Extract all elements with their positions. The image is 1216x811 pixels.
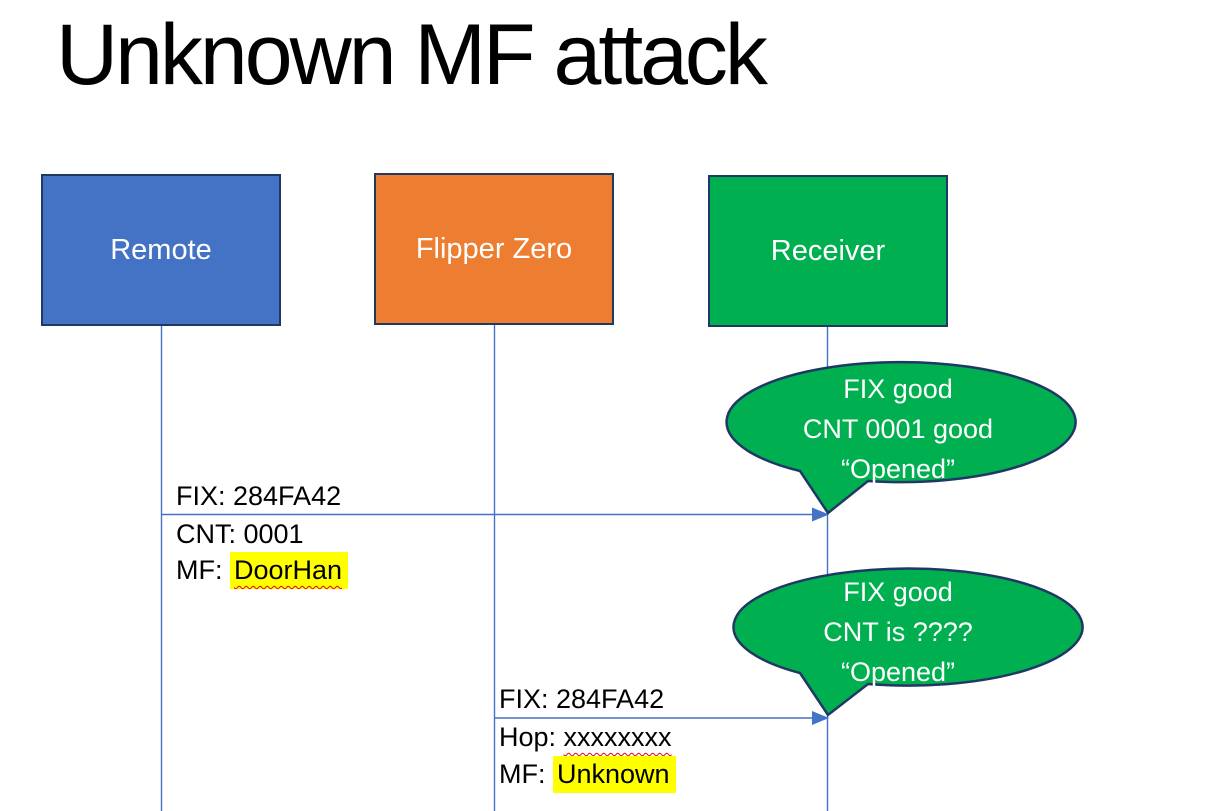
actor-label-flipper-zero: Flipper Zero [415,232,573,265]
message-1-mf-label: MF: DoorHan [176,552,349,589]
callout-1-line-1: FIX good [843,374,953,404]
callout-1-line-2: CNT 0001 good [802,414,994,444]
slide-title: Unknown MF attack [56,7,768,103]
message-1-mf-prefix: MF: [176,555,230,585]
actor-box-receiver: Receiver [708,175,948,327]
message-2-mf-label: MF: Unknown [499,756,676,793]
message-2-mf-value-highlighted: Unknown [553,756,676,793]
message-2-hop-label: Hop: xxxxxxxx [499,722,672,752]
actor-box-flipper-zero: Flipper Zero [374,173,614,325]
actor-label-remote: Remote [110,233,212,266]
callout-1-text: FIX good CNT 0001 good “Opened” [757,369,1039,489]
message-2-mf-prefix: MF: [499,759,553,789]
message-1-fix-label: FIX: 284FA42 [176,481,342,511]
callout-2-line-3: “Opened” [840,657,956,687]
message-1-mf-value-highlighted: DoorHan [230,552,349,589]
message-1-cnt-label: CNT: 0001 [176,519,304,549]
message-2-hop-value-underlined: xxxxxxxx [563,722,672,752]
actor-box-remote: Remote [41,174,281,326]
arrowhead-remote-to-receiver [812,507,829,522]
callout-2-text: FIX good CNT is ???? “Opened” [757,572,1039,692]
message-2-hop-prefix: Hop: [499,722,564,752]
message-2-fix-label: FIX: 284FA42 [499,684,665,714]
callout-2-line-1: FIX good [843,577,953,607]
callout-1-line-3: “Opened” [840,454,956,484]
callout-2-line-2: CNT is ???? [823,617,973,647]
arrowhead-flipper-to-receiver [812,711,829,725]
actor-label-receiver: Receiver [770,234,886,267]
